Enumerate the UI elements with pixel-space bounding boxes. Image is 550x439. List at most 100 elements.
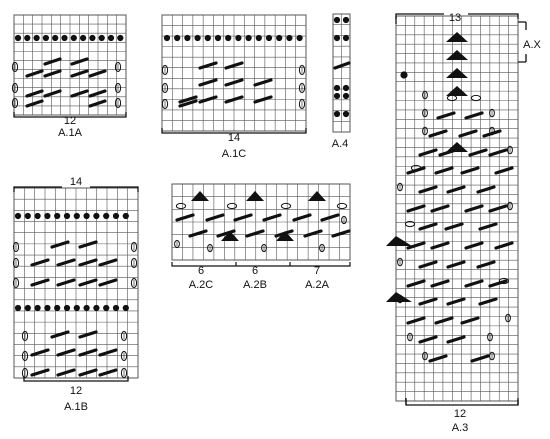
slant-line <box>30 368 50 377</box>
oval-stitch <box>21 367 29 379</box>
slant-line <box>478 222 498 231</box>
slant-line <box>56 348 76 357</box>
slant-line <box>464 204 484 213</box>
oval-stitch <box>226 202 238 210</box>
triangle <box>246 191 264 201</box>
a4-chart-name: A.4 <box>332 138 349 150</box>
slant-line <box>470 354 490 363</box>
purl-dot <box>98 34 105 42</box>
slant-line <box>78 240 98 249</box>
purl-dot <box>34 304 41 312</box>
grid-a2-lines <box>172 184 350 260</box>
a1b-top-count-label: 14 <box>70 176 82 188</box>
purl-dot <box>333 84 341 92</box>
slant-line <box>331 229 351 238</box>
oval-stitch <box>404 220 416 228</box>
slant-line <box>98 278 118 287</box>
oval-stitch <box>130 257 138 269</box>
purl-dot <box>93 212 100 220</box>
a2c-chart-name: A.2C <box>189 279 214 291</box>
triangle <box>446 86 468 96</box>
purl-dot <box>214 34 222 42</box>
slant-line <box>428 354 448 363</box>
slant-line <box>446 335 466 344</box>
slant-line <box>418 148 438 157</box>
slant-line <box>446 297 466 306</box>
slant-line <box>88 89 107 98</box>
purl-dot <box>103 212 110 220</box>
oval-stitch <box>422 126 428 136</box>
oval-stitch <box>319 243 325 253</box>
oval-stitch <box>21 330 29 342</box>
purl-dot <box>24 212 31 220</box>
oval-stitch <box>422 108 428 118</box>
purl-dot <box>44 304 51 312</box>
a2a-count-label: 7 <box>314 265 320 277</box>
slant-line <box>488 204 508 213</box>
oval-stitch <box>498 277 510 285</box>
a1a-count-label: 12 <box>64 115 76 127</box>
slant-line <box>188 229 208 238</box>
oval-stitch <box>130 277 138 289</box>
oval-stitch <box>175 202 187 210</box>
triangle <box>308 191 326 201</box>
purl-dot <box>52 34 59 42</box>
slant-line <box>178 95 198 104</box>
slant-line <box>30 278 50 287</box>
slant-line <box>224 95 244 104</box>
grid-a1a <box>13 14 127 116</box>
oval-stitch <box>298 98 306 110</box>
slant-line <box>25 89 44 98</box>
slant-line <box>464 241 484 250</box>
bracket-ax <box>518 21 527 63</box>
purl-dot <box>107 34 115 42</box>
purl-dot <box>103 304 110 312</box>
slant-line <box>418 297 438 306</box>
oval-stitch <box>21 350 29 362</box>
oval-stitch <box>489 126 495 136</box>
slant-line <box>320 213 340 222</box>
triangle <box>446 142 468 152</box>
oval-stitch <box>130 241 138 253</box>
purl-dot <box>70 34 77 42</box>
a1c-count-label: 14 <box>228 132 240 144</box>
slant-line <box>303 229 323 238</box>
purl-dot <box>24 34 31 42</box>
purl-dot <box>122 212 129 220</box>
purl-dot <box>296 34 303 42</box>
slant-line <box>50 240 70 249</box>
slant-line <box>43 89 62 98</box>
purl-dot <box>276 34 283 42</box>
purl-dot <box>14 304 22 312</box>
slant-line <box>198 61 218 70</box>
purl-dot <box>342 84 350 92</box>
oval-stitch <box>120 350 128 362</box>
bracket <box>13 112 127 118</box>
slant-line <box>434 166 454 175</box>
oval-stitch <box>12 277 20 289</box>
purl-dot <box>174 34 181 42</box>
oval-stitch <box>489 351 495 361</box>
oval-stitch <box>507 201 513 211</box>
slant-line <box>78 330 98 339</box>
a1b-bottom-count-label: 12 <box>70 385 82 397</box>
oval-stitch <box>470 94 482 102</box>
triangle <box>446 50 468 60</box>
slant-line <box>476 185 496 194</box>
grid-a4 <box>332 13 351 133</box>
purl-dot <box>333 110 341 118</box>
oval-stitch <box>12 241 20 253</box>
purl-dot <box>117 34 124 42</box>
slant-line <box>205 213 225 222</box>
a2b-count-label: 6 <box>252 265 258 277</box>
purl-dot <box>44 212 51 220</box>
purl-dot <box>83 212 90 220</box>
slant-line <box>25 99 44 108</box>
slant-line <box>175 213 195 222</box>
purl-dot <box>63 212 71 220</box>
slant-line <box>50 330 70 339</box>
purl-dot <box>342 110 350 118</box>
slant-line <box>406 279 426 288</box>
oval-stitch <box>12 257 20 269</box>
slant-line <box>478 297 498 306</box>
